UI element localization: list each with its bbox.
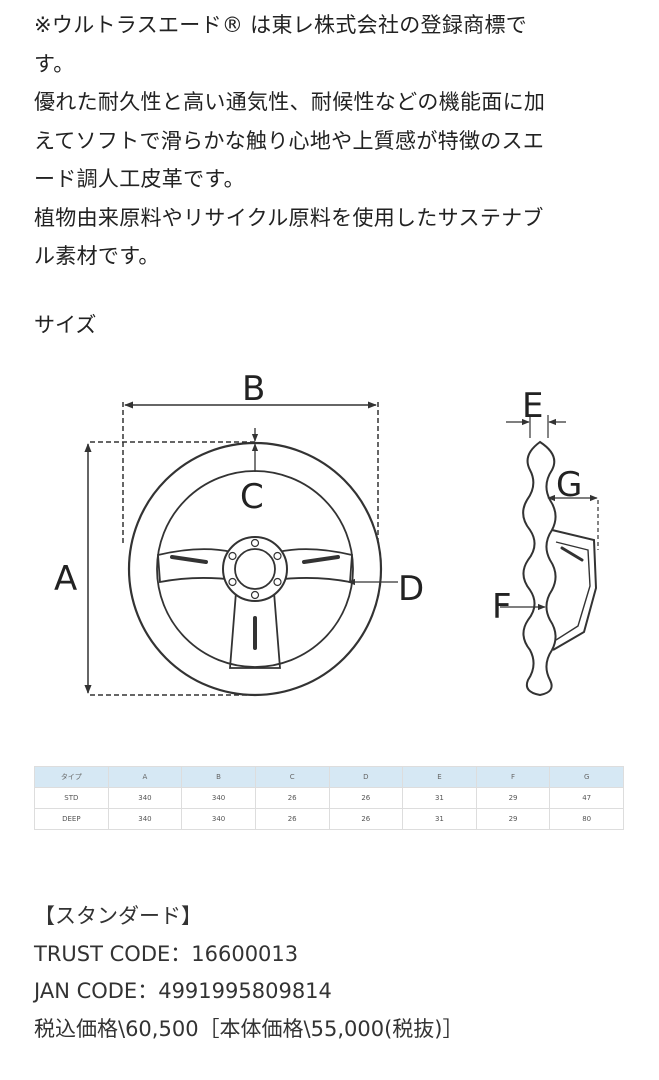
side-view — [500, 415, 599, 697]
table-cell: 80 — [549, 808, 624, 830]
header-cell: G — [549, 766, 624, 788]
table-cell: 340 — [181, 808, 256, 830]
description-line: ード調人工皮革です。 — [34, 167, 245, 191]
table-cell: 29 — [475, 787, 551, 809]
label-f: F — [492, 587, 512, 627]
trust-code: TRUST CODE：16600013 — [34, 941, 299, 966]
table-cell: 47 — [549, 787, 624, 809]
table-header-row: タイプ A B C D E F G — [34, 766, 624, 788]
product-description: ※ウルトラスエード® は東レ株式会社の登録商標で す。 優れた耐久性と高い通気性… — [34, 6, 634, 276]
wheel-hub — [222, 536, 288, 602]
hub-profile — [551, 529, 598, 651]
description-line: す。 — [34, 51, 75, 76]
table-cell: 31 — [402, 787, 477, 809]
rim-profile — [522, 440, 557, 697]
size-heading: サイズ — [34, 313, 97, 337]
table-cell: 340 — [181, 787, 256, 809]
spec-table: タイプ A B C D E F G STD 340 340 26 26 31 2… — [34, 766, 624, 830]
table-cell: 26 — [328, 787, 404, 809]
label-e: E — [522, 386, 543, 426]
header-cell: タイプ — [34, 766, 109, 788]
description-line: 植物由来原料やリサイクル原料を使用したサステナブ — [34, 205, 544, 230]
table-cell: 26 — [328, 808, 404, 830]
header-cell: F — [475, 766, 551, 788]
table-row: DEEP 340 340 26 26 31 29 80 — [34, 808, 624, 830]
header-cell: A — [107, 766, 183, 788]
label-g: G — [556, 465, 582, 505]
header-cell: D — [328, 766, 404, 788]
table-cell: 340 — [107, 787, 183, 809]
wheel-rim — [127, 441, 383, 697]
header-cell: E — [402, 766, 477, 788]
table-cell: 31 — [402, 808, 477, 830]
table-cell: 26 — [254, 808, 330, 830]
wheel-rim-inner — [156, 470, 354, 668]
description-line: えてソフトで滑らかな触り心地や上質感が特徴のスエ — [34, 128, 545, 153]
header-cell: C — [254, 766, 330, 788]
description-line: 優れた耐久性と高い通気性、耐候性などの機能面に加 — [34, 90, 546, 114]
steering-wheel-dimension-diagram: A B C D E F G — [54, 369, 599, 697]
product-type-label: 【スタンダード】 — [34, 904, 202, 928]
table-row: STD 340 340 26 26 31 29 47 — [34, 787, 624, 809]
table-cell: 26 — [254, 787, 330, 809]
label-b: B — [242, 369, 265, 409]
price: 税込価格\60,500［本体価格\55,000(税抜)］ — [34, 1016, 464, 1041]
label-a: A — [54, 559, 77, 599]
label-d: D — [398, 569, 424, 609]
dimension-labels: A B C D E F G — [54, 369, 582, 627]
table-cell: STD — [34, 787, 109, 809]
jan-code: JAN CODE：4991995809814 — [34, 979, 332, 1003]
table-cell: DEEP — [34, 808, 109, 830]
label-c: C — [240, 477, 264, 517]
front-view — [84, 401, 398, 697]
description-line: ル素材です。 — [34, 244, 160, 268]
header-cell: B — [181, 766, 256, 788]
table-cell: 29 — [475, 808, 551, 830]
product-info: 【スタンダード】 TRUST CODE：16600013 JAN CODE：49… — [34, 898, 464, 1048]
table-cell: 340 — [107, 808, 183, 830]
description-line: ※ウルトラスエード® は東レ株式会社の登録商標で — [34, 13, 528, 37]
